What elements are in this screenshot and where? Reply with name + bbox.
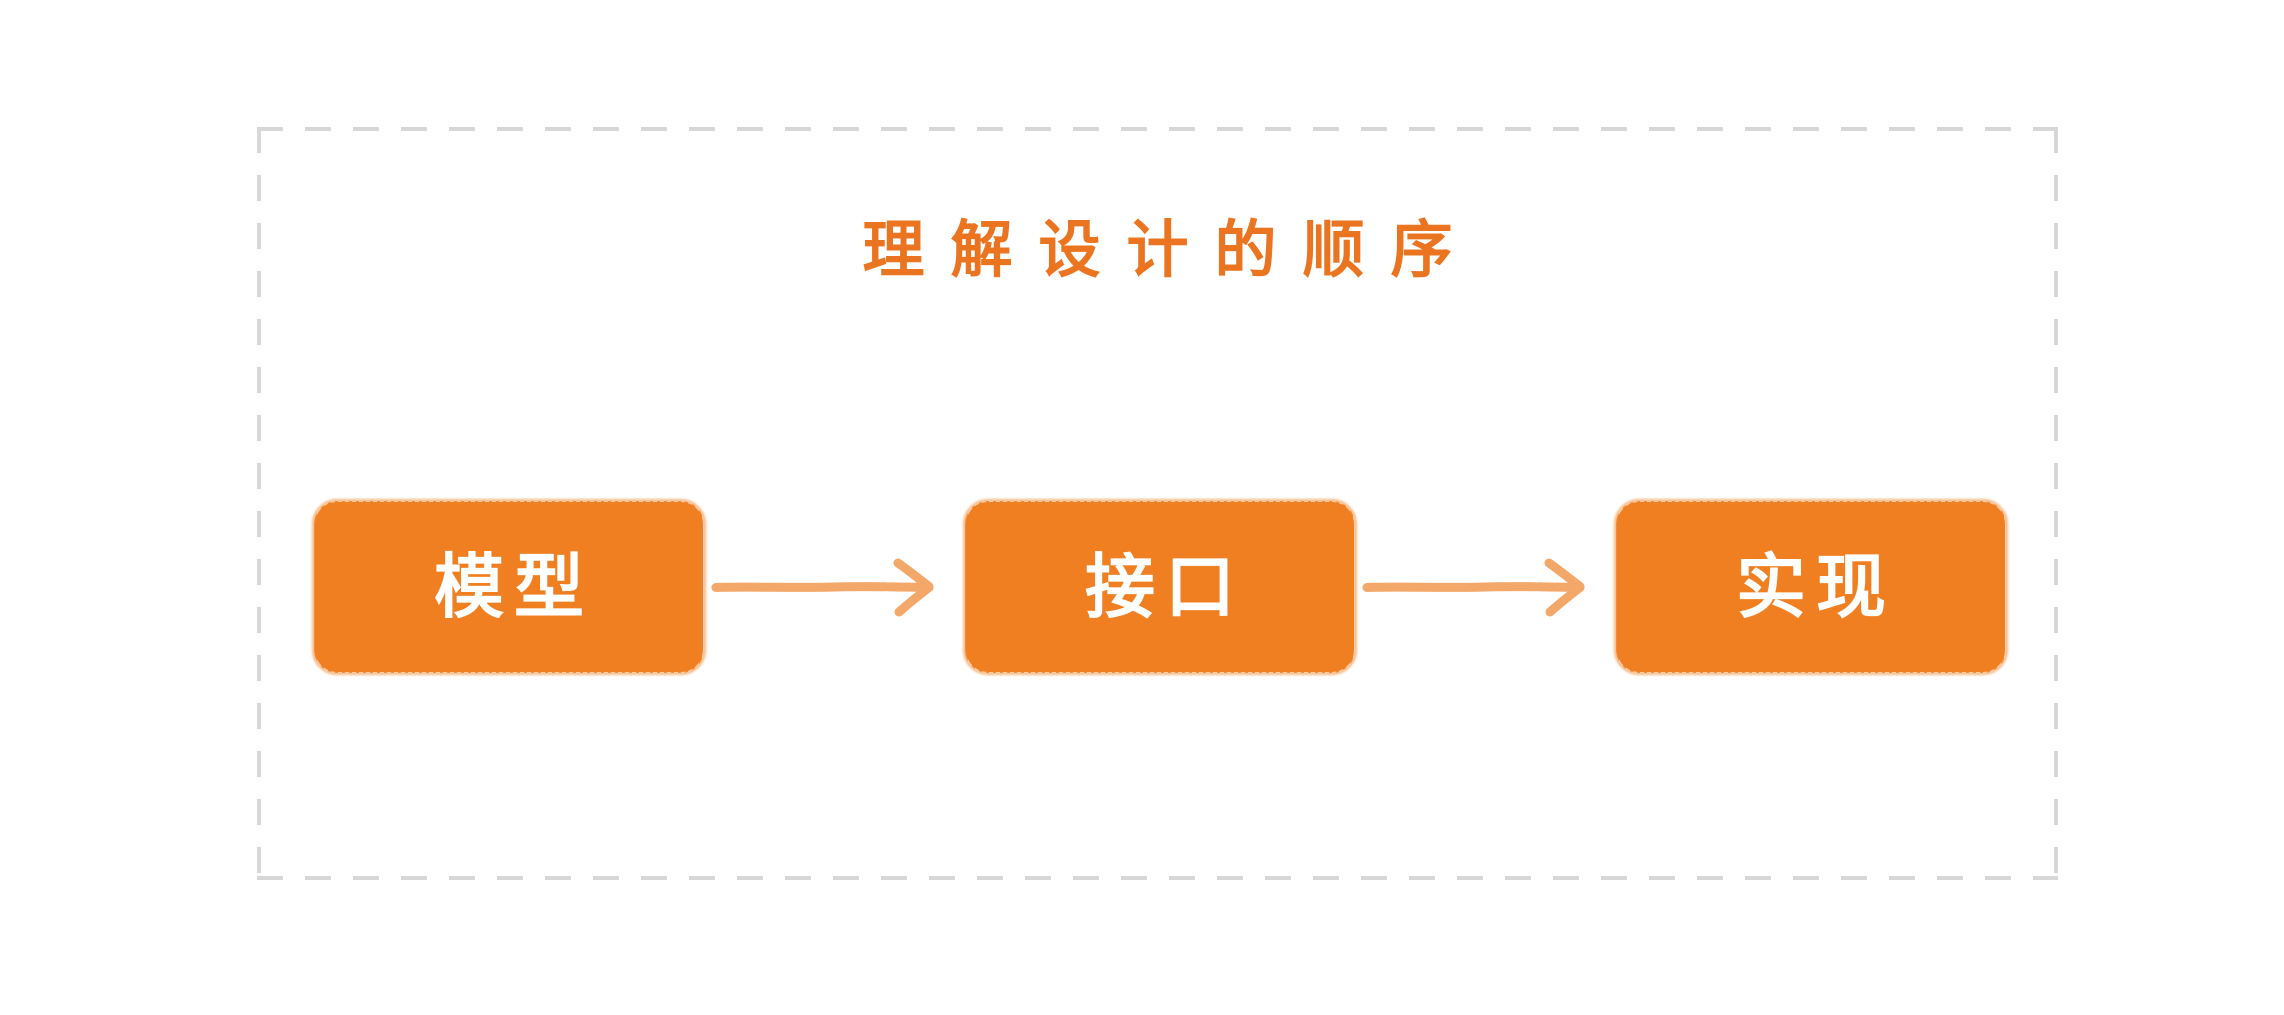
diagram-frame: 理解设计的顺序 模型 接口 实现 bbox=[257, 127, 2058, 880]
frame-border-right bbox=[2054, 127, 2058, 880]
flow-row: 模型 接口 实现 bbox=[315, 497, 2005, 677]
flow-node-interface[interactable]: 接口 bbox=[966, 502, 1354, 672]
flow-node-label: 接口 bbox=[1085, 546, 1245, 628]
frame-border-top bbox=[257, 127, 2058, 131]
flow-node-label: 模型 bbox=[434, 546, 594, 628]
diagram-title: 理解设计的顺序 bbox=[862, 213, 1479, 286]
frame-border-bottom bbox=[257, 876, 2058, 880]
flow-node-model[interactable]: 模型 bbox=[315, 502, 703, 672]
frame-border-left bbox=[257, 127, 261, 880]
flow-node-label: 实现 bbox=[1736, 546, 1896, 628]
flow-node-implementation[interactable]: 实现 bbox=[1617, 502, 2005, 672]
flow-arrow-right-icon bbox=[1362, 554, 1608, 620]
flow-arrow-right-icon bbox=[711, 554, 957, 620]
